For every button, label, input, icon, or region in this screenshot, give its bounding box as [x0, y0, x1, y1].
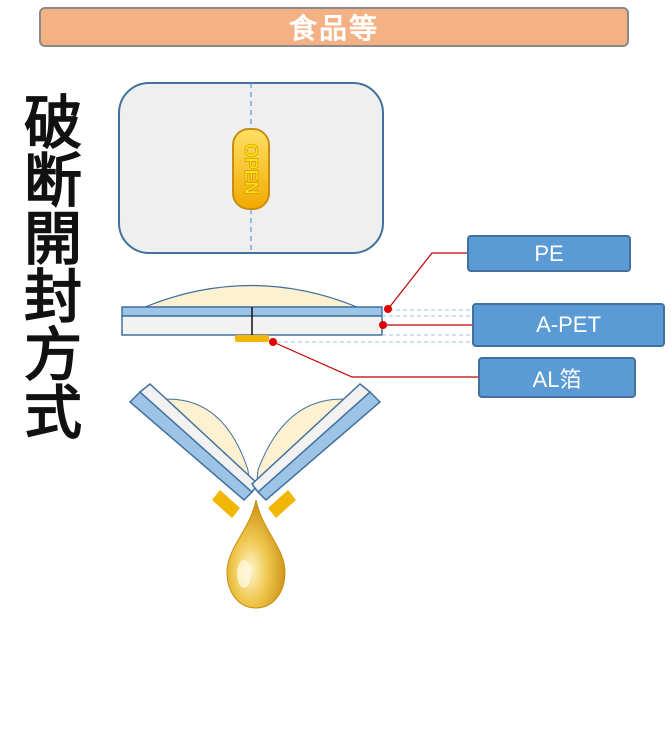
leader-dot-apet	[379, 321, 387, 329]
opened-package	[128, 383, 382, 609]
leader-line-al	[272, 341, 478, 378]
right-foil-piece	[268, 490, 296, 518]
header-bar: 食品等	[39, 7, 629, 47]
left-panel-apet	[138, 383, 260, 494]
left-foil-piece	[212, 490, 240, 518]
al-foil-strip	[235, 335, 269, 342]
open-tab[interactable]	[232, 128, 270, 210]
package-top-view: OPEN	[118, 82, 384, 254]
leader-dot-al	[269, 338, 277, 346]
right-panel-apet	[250, 383, 372, 494]
cross-section	[121, 252, 478, 378]
side-title: 破断開封方式	[14, 92, 82, 440]
drop-highlight	[237, 560, 251, 588]
open-text: OPEN	[241, 143, 261, 194]
label-pe: PE	[467, 235, 631, 272]
label-apet: A-PET	[472, 303, 665, 347]
content-dome	[144, 284, 358, 308]
header-title: 食品等	[288, 12, 379, 45]
label-al-foil: AL箔	[478, 357, 636, 398]
leader-line-pe	[387, 252, 468, 310]
leader-dot-pe	[384, 305, 392, 313]
